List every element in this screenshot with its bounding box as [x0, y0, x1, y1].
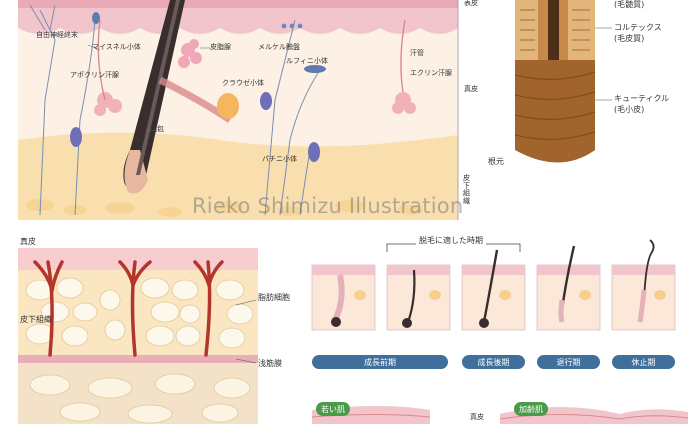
krause-label: クラウゼ小体	[222, 79, 264, 87]
pacini-label: パチニ小体	[262, 155, 297, 163]
skin-cross-section	[18, 0, 459, 220]
hair-cycle	[311, 239, 676, 331]
free-nerve-ending-label: 自由神経終末	[36, 31, 78, 39]
hair-removal-period-label: 脱毛に適した時期	[416, 237, 486, 245]
hair-follicle-label: 毛包	[150, 125, 164, 133]
meissner-label: マイスネル小体	[92, 43, 141, 51]
cuticle-label: キューティクル	[614, 94, 670, 103]
stage-pill-late-growth: 成長後期	[462, 355, 525, 369]
cortex-label: コルテックス	[614, 23, 662, 32]
subcutis-layer-label: 皮下組織	[463, 174, 470, 206]
cuticle-sub-label: (毛小皮)	[614, 105, 645, 114]
fat-cells-label: 脂肪細胞	[258, 293, 290, 302]
sweat-pore-label: 汗管	[410, 49, 424, 57]
young-skin-badge: 若い肌	[316, 402, 350, 416]
fat-dermis-label: 真皮	[20, 237, 36, 246]
hair-shaft-block	[514, 0, 612, 163]
apocrine-label: アポクリン汗腺	[70, 71, 119, 79]
eccrine-label: エクリン汗腺	[410, 69, 452, 77]
stage-pill-early-growth: 成長前期	[312, 355, 448, 369]
aged-skin-badge: 加齢肌	[514, 402, 548, 416]
fascia-label: 浅筋膜	[258, 359, 282, 368]
aging-dermis-label: 真皮	[470, 413, 484, 421]
fat-section	[18, 248, 258, 424]
fat-subcutis-label: 皮下組織	[20, 315, 52, 324]
medulla-label: (毛髄質)	[614, 0, 645, 9]
watermark: Rieko Shimizu Illustration	[192, 194, 464, 218]
ruffini-label: ルフィニ小体	[286, 57, 328, 65]
cortex-sub-label: (毛皮質)	[614, 34, 645, 43]
epidermis-layer-label: 表皮	[464, 0, 478, 7]
dermis-layer-label: 真皮	[464, 85, 478, 93]
aging-strip	[311, 406, 688, 424]
stage-pill-regression: 退行期	[537, 355, 600, 369]
root-label: 根元	[488, 157, 504, 166]
merkel-label: メルケル触盤	[258, 43, 300, 51]
stage-pill-resting: 休止期	[612, 355, 675, 369]
sebaceous-label: 皮脂腺	[210, 43, 231, 51]
